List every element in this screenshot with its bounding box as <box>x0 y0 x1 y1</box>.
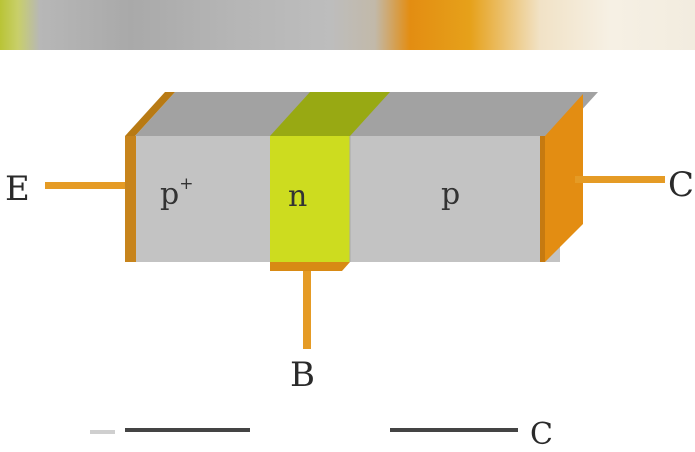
p-plus-superscript: + <box>179 174 194 194</box>
collector-label: C <box>668 165 695 205</box>
base-lead <box>303 271 311 349</box>
emitter-contact-top <box>125 92 175 136</box>
collector-lead <box>575 176 665 183</box>
collector-contact-edge <box>540 136 545 262</box>
bottom-line-left <box>90 430 115 434</box>
emitter-lead <box>45 182 125 189</box>
n-region-top-face <box>270 92 390 136</box>
emitter-contact <box>125 136 136 262</box>
n-region-label: n <box>288 179 308 214</box>
base-label: B <box>290 355 315 395</box>
emitter-label: E <box>5 169 30 209</box>
p-plus-region-letter: p <box>160 177 180 212</box>
base-contact <box>270 262 350 271</box>
bottom-partial-label: C <box>530 417 553 452</box>
bottom-line-right <box>390 428 518 432</box>
p-region-label: p <box>441 177 461 212</box>
bottom-line-mid <box>125 428 250 432</box>
n-region-front-face <box>270 136 350 262</box>
p-plus-region-label: p+ <box>160 176 193 212</box>
transistor-diagram <box>45 92 665 434</box>
top-banner <box>0 0 695 50</box>
collector-contact <box>545 94 583 262</box>
